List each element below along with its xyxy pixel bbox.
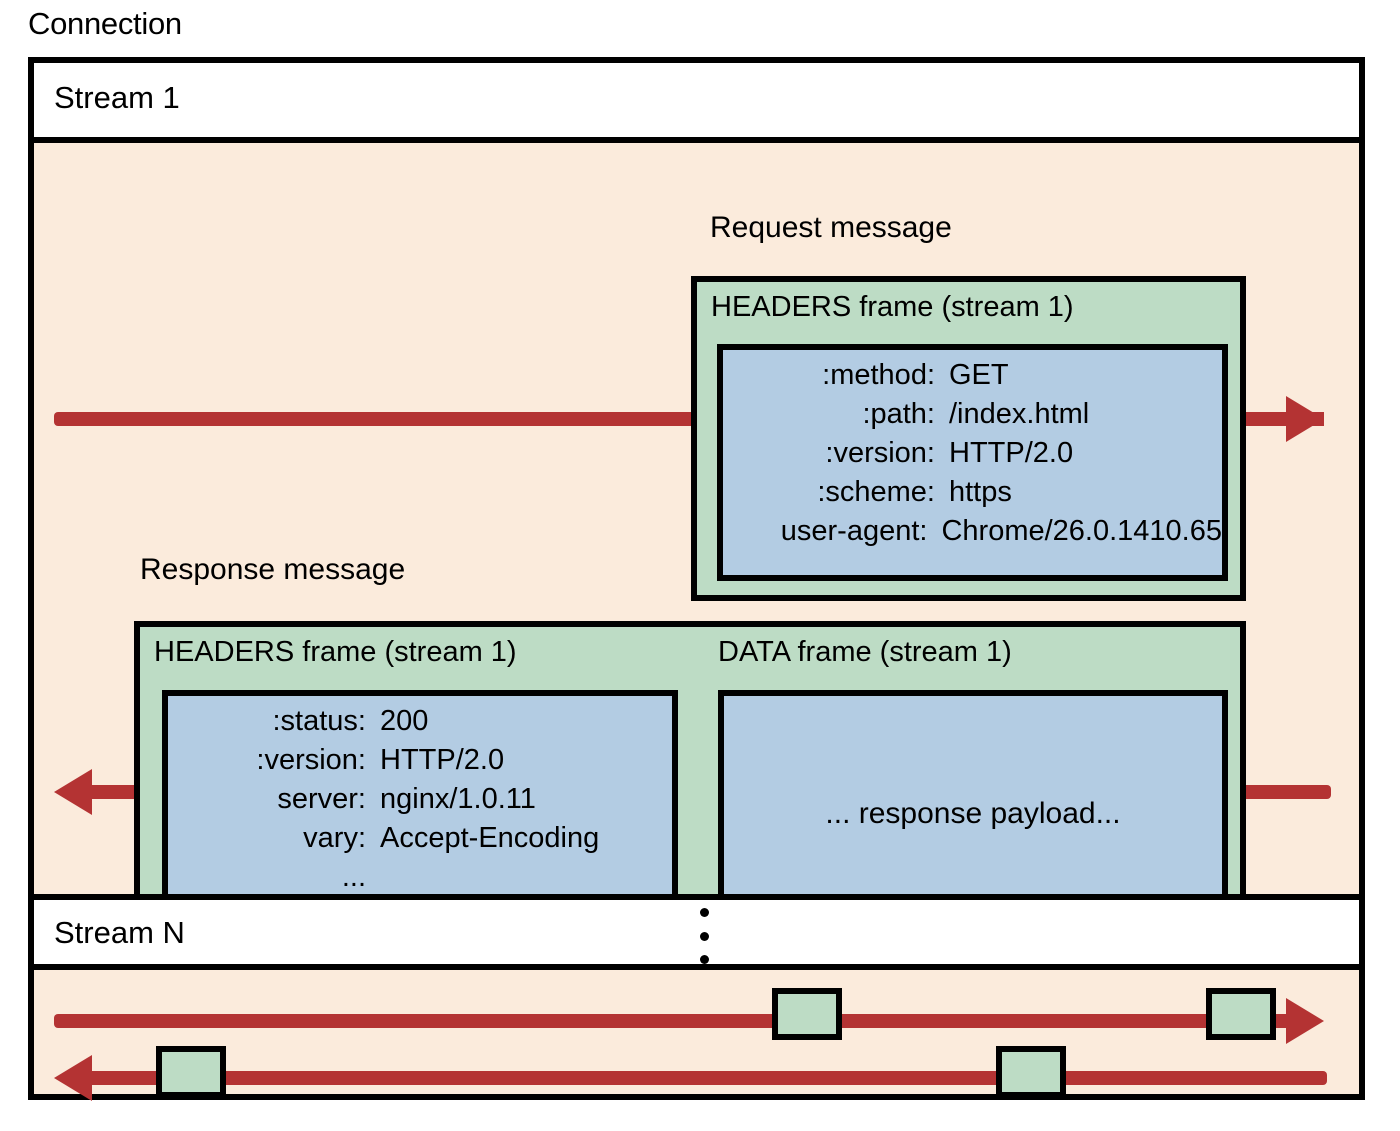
stream-n-outbound-arrow-head-icon xyxy=(1286,998,1324,1044)
header-key: :version: xyxy=(825,437,935,469)
stream-n-frame-chip xyxy=(156,1046,226,1098)
header-value: https xyxy=(949,476,1012,508)
header-key: server: xyxy=(277,783,366,815)
stream-1-body: Request message HEADERS frame (stream 1)… xyxy=(34,137,1359,954)
stream-n-frame-chip xyxy=(996,1046,1066,1098)
request-headers-frame: HEADERS frame (stream 1) :method: GET :p… xyxy=(691,276,1246,601)
header-value: HTTP/2.0 xyxy=(949,437,1074,469)
connection-box: Stream 1 Request message HEADERS frame (… xyxy=(28,57,1365,1101)
stream-n-inbound-arrow-shaft xyxy=(82,1071,1327,1085)
header-key: vary: xyxy=(303,822,366,854)
connection-label: Connection xyxy=(28,6,182,41)
header-value: GET xyxy=(949,359,1009,391)
stream-n-frame-chip xyxy=(772,988,842,1040)
table-row: server: nginx/1.0.11 xyxy=(168,780,672,819)
response-headers-frame-title: HEADERS frame (stream 1) xyxy=(154,636,517,668)
header-key: :scheme: xyxy=(817,476,935,508)
response-message-label: Response message xyxy=(140,553,406,586)
stream-n-outbound-arrow-shaft xyxy=(54,1014,1309,1028)
header-value: Accept-Encoding xyxy=(380,822,600,854)
table-row: :scheme: https xyxy=(723,473,1222,512)
header-key: :version: xyxy=(256,744,366,776)
header-value: nginx/1.0.11 xyxy=(380,783,536,815)
table-row: :version: HTTP/2.0 xyxy=(168,741,672,780)
vertical-ellipsis-icon xyxy=(694,908,714,964)
header-value: HTTP/2.0 xyxy=(380,744,505,776)
stream-n-header: Stream N xyxy=(34,894,1359,964)
header-key: :path: xyxy=(862,398,935,430)
response-header-list: :status: 200 :version: HTTP/2.0 server: … xyxy=(168,696,672,932)
table-row: :path: /index.html xyxy=(723,395,1222,434)
header-key: ... xyxy=(341,861,366,893)
request-message-label: Request message xyxy=(710,211,952,244)
table-row: ... xyxy=(168,858,672,897)
response-payload-text: ... response payload... xyxy=(825,797,1121,830)
header-value: Chrome/26.0.1410.65 xyxy=(941,515,1222,547)
table-row: :method: GET xyxy=(723,356,1222,395)
stream-n-frame-chip xyxy=(1206,988,1276,1040)
header-key: :status: xyxy=(272,705,367,737)
response-arrow-head-icon xyxy=(54,769,92,815)
stream-n-body xyxy=(34,964,1359,1101)
table-row: vary: Accept-Encoding xyxy=(168,819,672,858)
table-row: :status: 200 xyxy=(168,702,672,741)
response-data-frame-title: DATA frame (stream 1) xyxy=(718,636,1012,668)
request-headers-payload: :method: GET :path: /index.html :version… xyxy=(717,344,1228,581)
table-row: :version: HTTP/2.0 xyxy=(723,434,1222,473)
stream-n-inbound-arrow-head-icon xyxy=(54,1055,92,1101)
request-arrow-head-icon xyxy=(1286,396,1324,442)
header-key: :method: xyxy=(822,359,935,391)
header-key: user-agent: xyxy=(780,515,928,547)
table-row: user-agent: Chrome/26.0.1410.65 xyxy=(723,512,1222,551)
header-value: /index.html xyxy=(949,398,1090,430)
stream-1-header: Stream 1 xyxy=(34,63,1359,137)
header-value: 200 xyxy=(380,705,429,737)
request-headers-frame-title: HEADERS frame (stream 1) xyxy=(711,291,1074,323)
stream-n-label: Stream N xyxy=(54,915,185,950)
request-header-list: :method: GET :path: /index.html :version… xyxy=(723,350,1222,575)
stream-1-label: Stream 1 xyxy=(54,80,180,115)
